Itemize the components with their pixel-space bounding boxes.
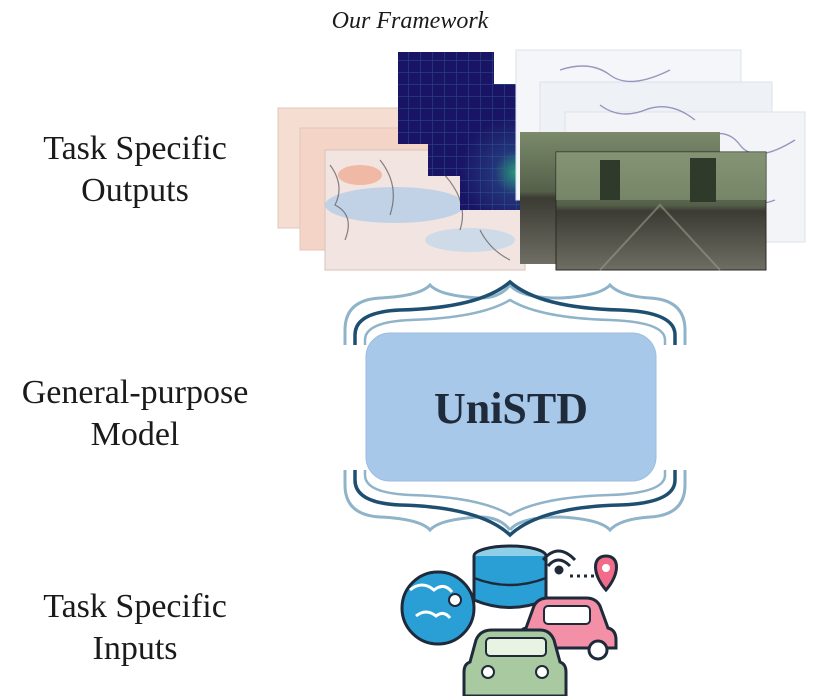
outputs-label-line2: Outputs [81, 172, 189, 209]
framework-title: Our Framework [331, 8, 489, 34]
driving-video-stack [520, 132, 767, 271]
inputs-label-line2: Inputs [92, 630, 178, 667]
lower-brace [343, 470, 687, 538]
heatmap-stack [398, 52, 556, 210]
upper-brace [343, 279, 687, 345]
model-label-line1: General-purpose [21, 374, 249, 411]
inputs-row-label: Task Specific Inputs [20, 586, 250, 670]
unistd-model-name: UniSTD [434, 384, 588, 433]
outputs-label-line1: Task Specific [43, 130, 227, 167]
inputs-label-line1: Task Specific [43, 588, 227, 625]
wifi-signal-icon [541, 549, 595, 578]
model-row-label: General-purpose Model [0, 372, 270, 456]
location-pin-icon [594, 554, 618, 593]
green-car-icon [462, 628, 568, 696]
model-label-line2: Model [90, 416, 180, 453]
database-icon [472, 544, 548, 609]
outputs-row-label: Task Specific Outputs [20, 128, 250, 212]
weather-globe-icon [400, 570, 476, 646]
unistd-model-box [365, 332, 657, 482]
